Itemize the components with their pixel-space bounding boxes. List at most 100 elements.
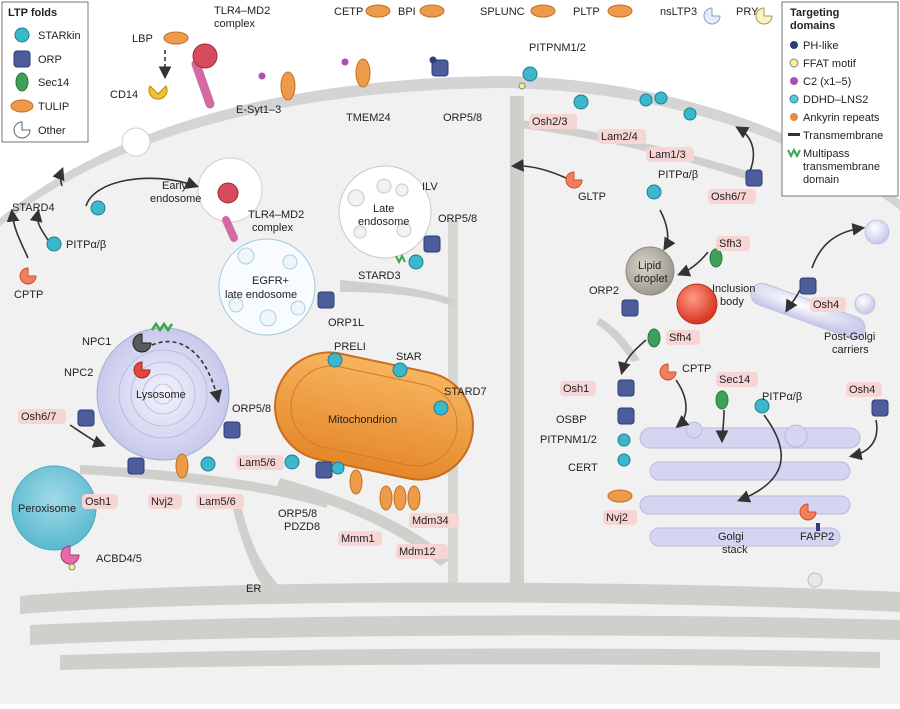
post-golgi-carriers — [750, 219, 890, 340]
label-osbp: OSBP — [556, 414, 587, 426]
legend-c2: C2 (x1–5) — [803, 76, 851, 88]
label-orp1l: ORP1L — [328, 317, 364, 329]
label-stard4: STARD4 — [12, 202, 55, 214]
fapp2-ph-icon — [816, 523, 820, 531]
tlr4-stalk — [191, 59, 215, 109]
lam56-left-highlight — [196, 494, 244, 509]
right-cytosol-proteins: GLTP PITPα/β Sfh3 ORP2 Osh4 Sfh4 CPTP Se… — [565, 169, 889, 417]
transfer-arrows — [6, 50, 878, 503]
lam13-highlight — [646, 147, 694, 162]
esyt-c2-icon — [258, 72, 266, 80]
transmembrane-icon — [788, 133, 800, 136]
label-tmem24: TMEM24 — [346, 112, 391, 124]
mdm34-icon-2 — [407, 485, 421, 511]
fapp2-icon — [799, 503, 817, 521]
gltp-icon — [565, 171, 583, 189]
label-esyt: E-Syt1–3 — [236, 104, 281, 116]
nsltp3-icon — [703, 7, 721, 25]
er-network — [20, 96, 900, 670]
label-inclusion-2: body — [720, 296, 744, 308]
stard3-icon — [408, 254, 424, 270]
peroxisome-contact: ACBD4/5 — [60, 545, 142, 571]
label-gltp: GLTP — [578, 191, 606, 203]
osh23-icon — [573, 94, 589, 110]
label-pitpnm-top: PITPNM1/2 — [529, 42, 586, 54]
organelle-labels: Early endosome TLR4–MD2 complex Late end… — [18, 180, 875, 595]
ilv-vesicles — [347, 178, 412, 239]
orp58-top-ph-icon — [429, 56, 437, 64]
osh4-top-icon — [799, 277, 817, 295]
ddhd-icon — [789, 94, 799, 104]
label-orp58-mito: ORP5/8 — [278, 508, 317, 520]
label-inclusion-1: Inclusion — [712, 283, 755, 295]
preli-icon — [327, 352, 343, 368]
label-cetp: CETP — [334, 6, 363, 18]
label-postgolgi-2: carriers — [832, 344, 869, 356]
osh4-right-icon — [871, 399, 889, 417]
lbp-icon — [163, 31, 189, 45]
label-osh1-left: Osh1 — [85, 496, 111, 508]
label-mitochondrion: Mitochondrion — [328, 414, 397, 426]
golgi-contacts: Osh1 OSBP PITPNM1/2 CERT Nvj2 FAPP2 — [540, 379, 834, 543]
label-lbp: LBP — [132, 33, 153, 45]
extracellular-proteins: CETP BPI SPLUNC PLTP nsLTP3 PRY LBP CD14… — [110, 4, 773, 109]
osh1-right-highlight — [560, 381, 596, 396]
label-osh4-top: Osh4 — [813, 299, 839, 311]
sec14-highlight — [716, 372, 758, 387]
label-egfr-1: EGFR+ — [252, 275, 289, 287]
osh1-left-icon — [127, 457, 145, 475]
sec14-legend-icon — [15, 72, 29, 92]
label-lam56-mito: Lam5/6 — [239, 457, 276, 469]
pitpnm-top-icon — [522, 66, 538, 82]
label-orp58-top: ORP5/8 — [443, 112, 482, 124]
egfr-ilvs — [228, 247, 306, 327]
mdm34-highlight — [409, 513, 459, 528]
golgi-stack — [639, 421, 861, 588]
label-tlr4-2: complex — [214, 18, 255, 30]
pitpnm-top-ffat-icon — [518, 82, 526, 90]
label-nvj2-left: Nvj2 — [151, 496, 173, 508]
orp58-top-icon — [431, 59, 449, 77]
sfh4-highlight — [666, 330, 700, 345]
label-pitpnm-golgi: PITPNM1/2 — [540, 434, 597, 446]
lysosome — [96, 327, 230, 461]
pitp-right-icon — [646, 184, 662, 200]
label-osh23: Osh2/3 — [532, 116, 567, 128]
pitpnm-golgi-icon — [617, 433, 631, 447]
mdm12-highlight — [396, 544, 448, 559]
label-sfh3: Sfh3 — [719, 238, 742, 250]
label-tlr4-endo-1: TLR4–MD2 — [248, 209, 304, 221]
label-splunc: SPLUNC — [480, 6, 525, 18]
legend-multipass-3: domain — [803, 174, 839, 186]
targeting-domains-legend: Targeting domains PH-like FFAT motif C2 … — [781, 1, 899, 197]
endosome-contacts: ORP5/8 STARD3 ORP1L — [317, 213, 477, 329]
nvj2-right-icon — [607, 489, 633, 503]
orp2-icon — [621, 299, 639, 317]
label-pitp-left: PITPα/β — [66, 239, 106, 251]
stard7-icon — [433, 400, 449, 416]
label-cptp-left: CPTP — [14, 289, 43, 301]
legend-ankyrin: Ankyrin repeats — [803, 112, 880, 124]
pry-icon — [755, 7, 773, 25]
osh4-right-highlight — [846, 382, 882, 397]
tlr4-md2-icon — [192, 43, 218, 69]
label-lam24: Lam2/4 — [601, 131, 638, 143]
label-fapp2: FAPP2 — [800, 531, 834, 543]
ph-like-icon — [790, 41, 798, 49]
cetp-icon — [365, 4, 391, 18]
legend-sec14: Sec14 — [38, 77, 69, 89]
legend-ph-like: PH-like — [803, 40, 838, 52]
mmm1-highlight — [338, 531, 382, 546]
label-pitp-right: PITPα/β — [658, 169, 698, 181]
left-cytosol-proteins: STARD4 PITPα/β CPTP — [12, 200, 106, 301]
label-stard7: STARD7 — [444, 386, 487, 398]
label-orp58-lyso: ORP5/8 — [232, 403, 271, 415]
label-acbd45: ACBD4/5 — [96, 553, 142, 565]
osh23-highlight — [529, 114, 577, 129]
label-nsltp3: nsLTP3 — [660, 6, 697, 18]
mmm1-icon — [349, 469, 363, 495]
label-lam56-left: Lam5/6 — [199, 496, 236, 508]
tmem24-c2-icon — [341, 58, 349, 66]
lam24-icon-1 — [639, 93, 653, 107]
inclusion-body — [676, 283, 718, 325]
